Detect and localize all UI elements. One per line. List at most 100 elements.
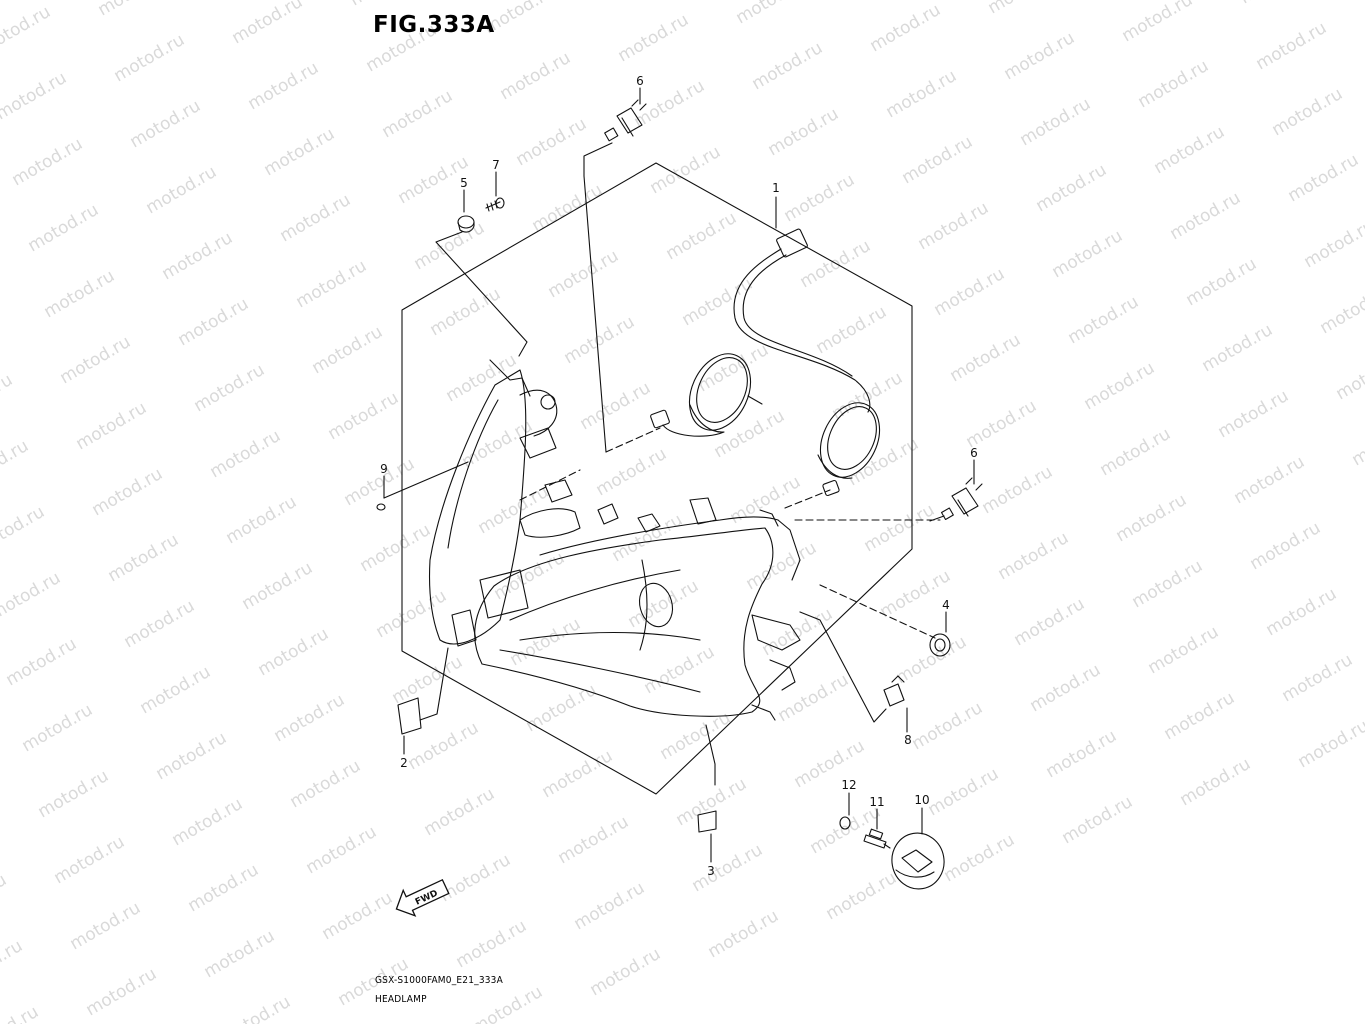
watermark-text: motod.ru [191,360,269,416]
watermark-text: motod.ru [1253,18,1331,74]
watermark-text: motod.ru [185,860,263,916]
watermark-text: motod.ru [673,774,751,830]
watermark-text: motod.ru [0,2,54,58]
watermark-text: motod.ru [947,330,1025,386]
watermark-text: motod.ru [1177,754,1255,810]
callout-12: 12 [841,778,856,792]
watermark-text: motod.ru [89,464,167,520]
watermark-text: motod.ru [1017,94,1095,150]
watermark-text: motod.ru [319,888,397,944]
watermark-text: motod.ru [507,614,585,670]
watermark-text: motod.ru [1151,122,1229,178]
watermark-text: motod.ru [647,142,725,198]
screw-7 [486,198,504,211]
watermark-text: motod.ru [41,266,119,322]
watermark-text: motod.ru [1027,660,1105,716]
watermark-text: motod.ru [143,162,221,218]
model-code: GSX-S1000FAM0_E21_333A [375,975,503,986]
callout-6-top: 6 [636,74,644,88]
watermark-text: motod.ru [303,822,381,878]
watermark-text: motod.ru [705,906,783,962]
watermark-text: motod.ru [963,396,1041,452]
watermark-text: motod.ru [1001,28,1079,84]
watermark-text: motod.ru [1161,688,1239,744]
watermark-text: motod.ru [287,756,365,812]
watermark-text: motod.ru [625,576,703,632]
watermark-text: motod.ru [529,180,607,236]
watermark-text: motod.ru [127,96,205,152]
watermark-text: motod.ru [67,898,145,954]
watermark-text: motod.ru [347,0,425,10]
watermark-text: motod.ru [867,0,945,56]
watermark-text: motod.ru [679,274,757,330]
watermark-text: motod.ru [245,58,323,114]
watermark-text: motod.ru [223,492,301,548]
watermark-text: motod.ru [775,670,853,726]
watermark-text: motod.ru [931,264,1009,320]
watermark-text: motod.ru [899,132,977,188]
watermark-text: motod.ru [51,832,129,888]
watermark-text: motod.ru [641,642,719,698]
callout-7: 7 [492,158,500,172]
watermark-text: motod.ru [1065,292,1143,348]
watermark-text: motod.ru [711,406,789,462]
watermark-text: motod.ru [1317,282,1365,338]
watermark-text: motod.ru [749,38,827,94]
watermark-text: motod.ru [0,936,26,992]
watermark-text: motod.ru [111,30,189,86]
watermark-text: motod.ru [357,520,435,576]
section-name: HEADLAMP [375,994,427,1005]
watermark-text: motod.ru [523,680,601,736]
watermark-text: motod.ru [1231,452,1309,508]
watermark-text: motod.ru [217,992,295,1024]
watermark-text: motod.ru [255,624,333,680]
watermark-text: motod.ru [475,482,553,538]
watermark-text: motod.ru [807,802,885,858]
watermark-text: motod.ru [405,718,483,774]
watermark-text: motod.ru [727,472,805,528]
callout-3: 3 [707,864,715,878]
watermark-text: motod.ru [1215,386,1293,442]
watermark-text: motod.ru [0,370,16,426]
watermark-text: motod.ru [1183,254,1261,310]
watermark-text: motod.ru [561,312,639,368]
watermark-text: motod.ru [1011,594,1089,650]
watermark-text: motod.ru [427,284,505,340]
watermark-text: motod.ru [883,66,961,122]
watermark-text: motod.ru [153,728,231,784]
callout-5: 5 [460,176,468,190]
watermark-text: motod.ru [373,586,451,642]
watermark-text: motod.ru [1285,150,1363,206]
watermark-text: motod.ru [915,198,993,254]
watermark-text: motod.ru [1081,358,1159,414]
watermark-text: motod.ru [1199,320,1277,376]
watermark-text: motod.ru [261,124,339,180]
watermark-text: motod.ru [1349,414,1365,470]
watermark-text: motod.ru [497,48,575,104]
watermark-text: motod.ru [271,690,349,746]
watermark-text: motod.ru [229,0,307,48]
callout-10: 10 [914,793,929,807]
watermark-text: motod.ru [411,218,489,274]
watermark-text: motod.ru [83,964,161,1020]
watermark-text: motod.ru [57,332,135,388]
watermark-text: motod.ru [1333,348,1365,404]
bulb-6-right [942,478,982,519]
watermark-text: motod.ru [539,746,617,802]
watermark-text: motod.ru [19,700,97,756]
watermark-text: motod.ru [25,200,103,256]
watermark-text: motod.ru [207,426,285,482]
watermark-text: motod.ru [293,256,371,312]
watermark-text: motod.ru [159,228,237,284]
watermark-text: motod.ru [379,86,457,142]
watermark-text: motod.ru [877,566,955,622]
watermark-text: motod.ru [577,378,655,434]
watermark-text: motod.ru [545,246,623,302]
callout-1: 1 [772,181,780,195]
watermark-text: motod.ru [1059,792,1137,848]
watermark-text: motod.ru [695,340,773,396]
watermark-text: motod.ru [995,528,1073,584]
callout-labels: 1 2 3 4 5 6 6 7 8 9 10 11 12 [380,74,978,878]
watermark-text: motod.ru [1049,226,1127,282]
